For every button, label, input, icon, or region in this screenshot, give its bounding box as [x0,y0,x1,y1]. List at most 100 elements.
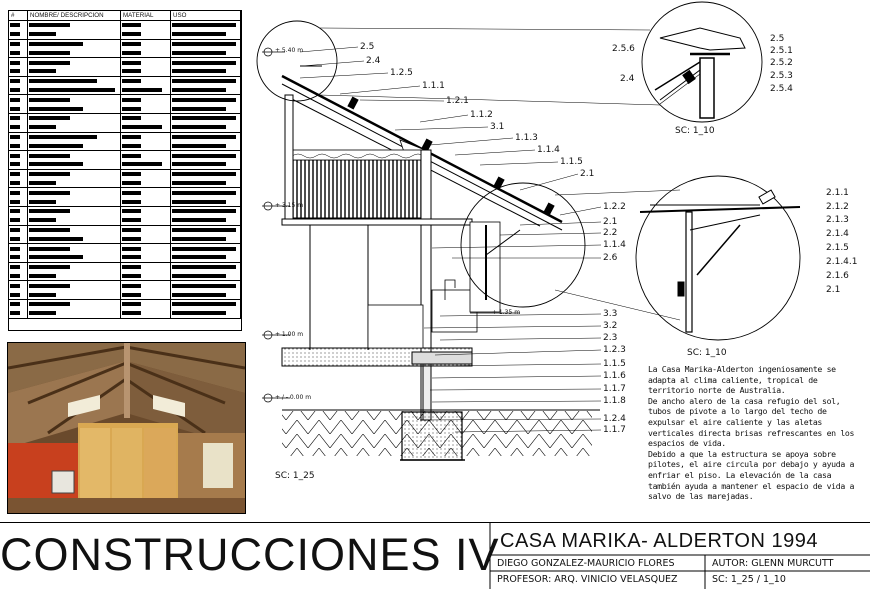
redacted-text-bar [122,265,141,270]
schedule-cell [27,132,121,142]
redacted-text-bar [122,125,162,130]
schedule-cell [120,29,171,40]
schedule-cell [170,29,241,40]
redacted-text-bar [172,209,236,214]
schedule-cell [120,132,171,142]
detail-right-label: 2.1.1 [826,188,849,198]
description-paragraph: Debido a que la estructura se apoya sobr… [648,448,855,502]
schedule-cell [170,76,241,86]
schedule-cell [170,271,241,281]
schedule-cell [27,122,121,133]
redacted-text-bar [29,106,83,111]
redacted-text-bar [10,162,20,167]
schedule-cell [120,178,171,188]
redacted-text-bar [29,311,56,316]
redacted-text-bar [29,292,56,297]
leader-line [429,137,514,146]
schedule-row [9,39,241,49]
schedule-cell [170,234,241,244]
schedule-row [9,169,241,179]
redacted-text-bar [172,32,226,37]
schedule-cell [120,20,171,30]
schedule-cell [120,169,171,179]
redacted-text-bar [10,172,20,177]
schedule-row [9,197,241,207]
schedule-cell [170,20,241,30]
section-callout-label: 1.1.4 [603,240,626,250]
detail-top-label: 2.5.3 [770,71,793,81]
students-names: DIEGO GONZALEZ-MAURICIO FLORES [497,558,675,569]
schedule-cell [27,280,121,291]
schedule-cell [120,225,171,235]
redacted-text-bar [172,246,236,251]
schedule-cell [120,187,171,198]
section-callout-label: 1.1.5 [560,157,583,167]
redacted-text-bar [10,236,20,241]
schedule-cell [9,20,28,30]
schedule-cell [27,150,121,160]
redacted-text-bar [122,79,141,84]
leader-line [419,114,469,123]
schedule-cell [170,243,241,253]
leader-line [431,375,602,379]
schedule-cell [170,206,241,216]
schedule-cell [170,290,241,300]
scale-label-main: SC: 1_25 [275,471,315,481]
leader-line [454,429,602,433]
schedule-cell [120,197,171,207]
schedule-cell [170,94,241,105]
section-callout-label: 2.3 [603,333,618,343]
schedule-row [9,215,241,226]
schedule-cell [170,215,241,226]
schedule-cell [27,271,121,281]
redacted-text-bar [29,218,56,223]
redacted-text-bar [10,199,20,204]
section-callout-label: 2.6 [603,253,618,263]
schedule-cell [27,104,121,114]
schedule-cell [9,234,28,244]
schedule-cell [27,159,121,170]
redacted-text-bar [10,97,20,102]
schedule-cell [27,197,121,207]
schedule-cell [170,104,241,114]
detail-top-drawing [654,27,746,119]
redacted-text-bar [29,283,70,288]
project-title: CASA MARIKA- ALDERTON 1994 [500,530,818,552]
description-paragraph: La Casa Marika-Alderton ingeniosamente s… [648,364,836,396]
schedule-cell [170,178,241,188]
schedule-cell [27,299,121,309]
ground-and-footing [282,409,600,461]
schedule-cell [27,57,121,67]
redacted-text-bar [29,60,70,65]
redacted-text-bar [10,125,20,130]
section-callout-label: 1.1.1 [422,81,445,91]
redacted-text-bar [172,255,226,260]
redacted-text-bar [172,190,236,195]
redacted-text-bar [29,32,56,37]
redacted-text-bar [122,106,141,111]
interior-photo [7,342,246,514]
redacted-text-bar [172,23,236,28]
detail-top-label: 2.5 [770,34,785,44]
redacted-text-bar [29,87,115,92]
schedule-row [9,234,241,244]
schedule-cell [9,141,28,151]
redacted-text-bar [122,69,141,74]
schedule-cell [27,113,121,123]
redacted-text-bar [29,69,56,74]
redacted-text-bar [10,69,20,74]
schedule-cell [9,159,28,170]
schedule-cell [9,308,28,318]
schedule-cell [9,197,28,207]
schedule-row [9,85,241,95]
schedule-cell [27,29,121,40]
redacted-text-bar [172,116,236,121]
schedule-cell [27,243,121,253]
redacted-text-bar [29,134,97,139]
redacted-text-bar [122,50,141,55]
schedule-row [9,66,241,77]
schedule-cell [27,308,121,318]
redacted-text-bar [10,255,20,260]
